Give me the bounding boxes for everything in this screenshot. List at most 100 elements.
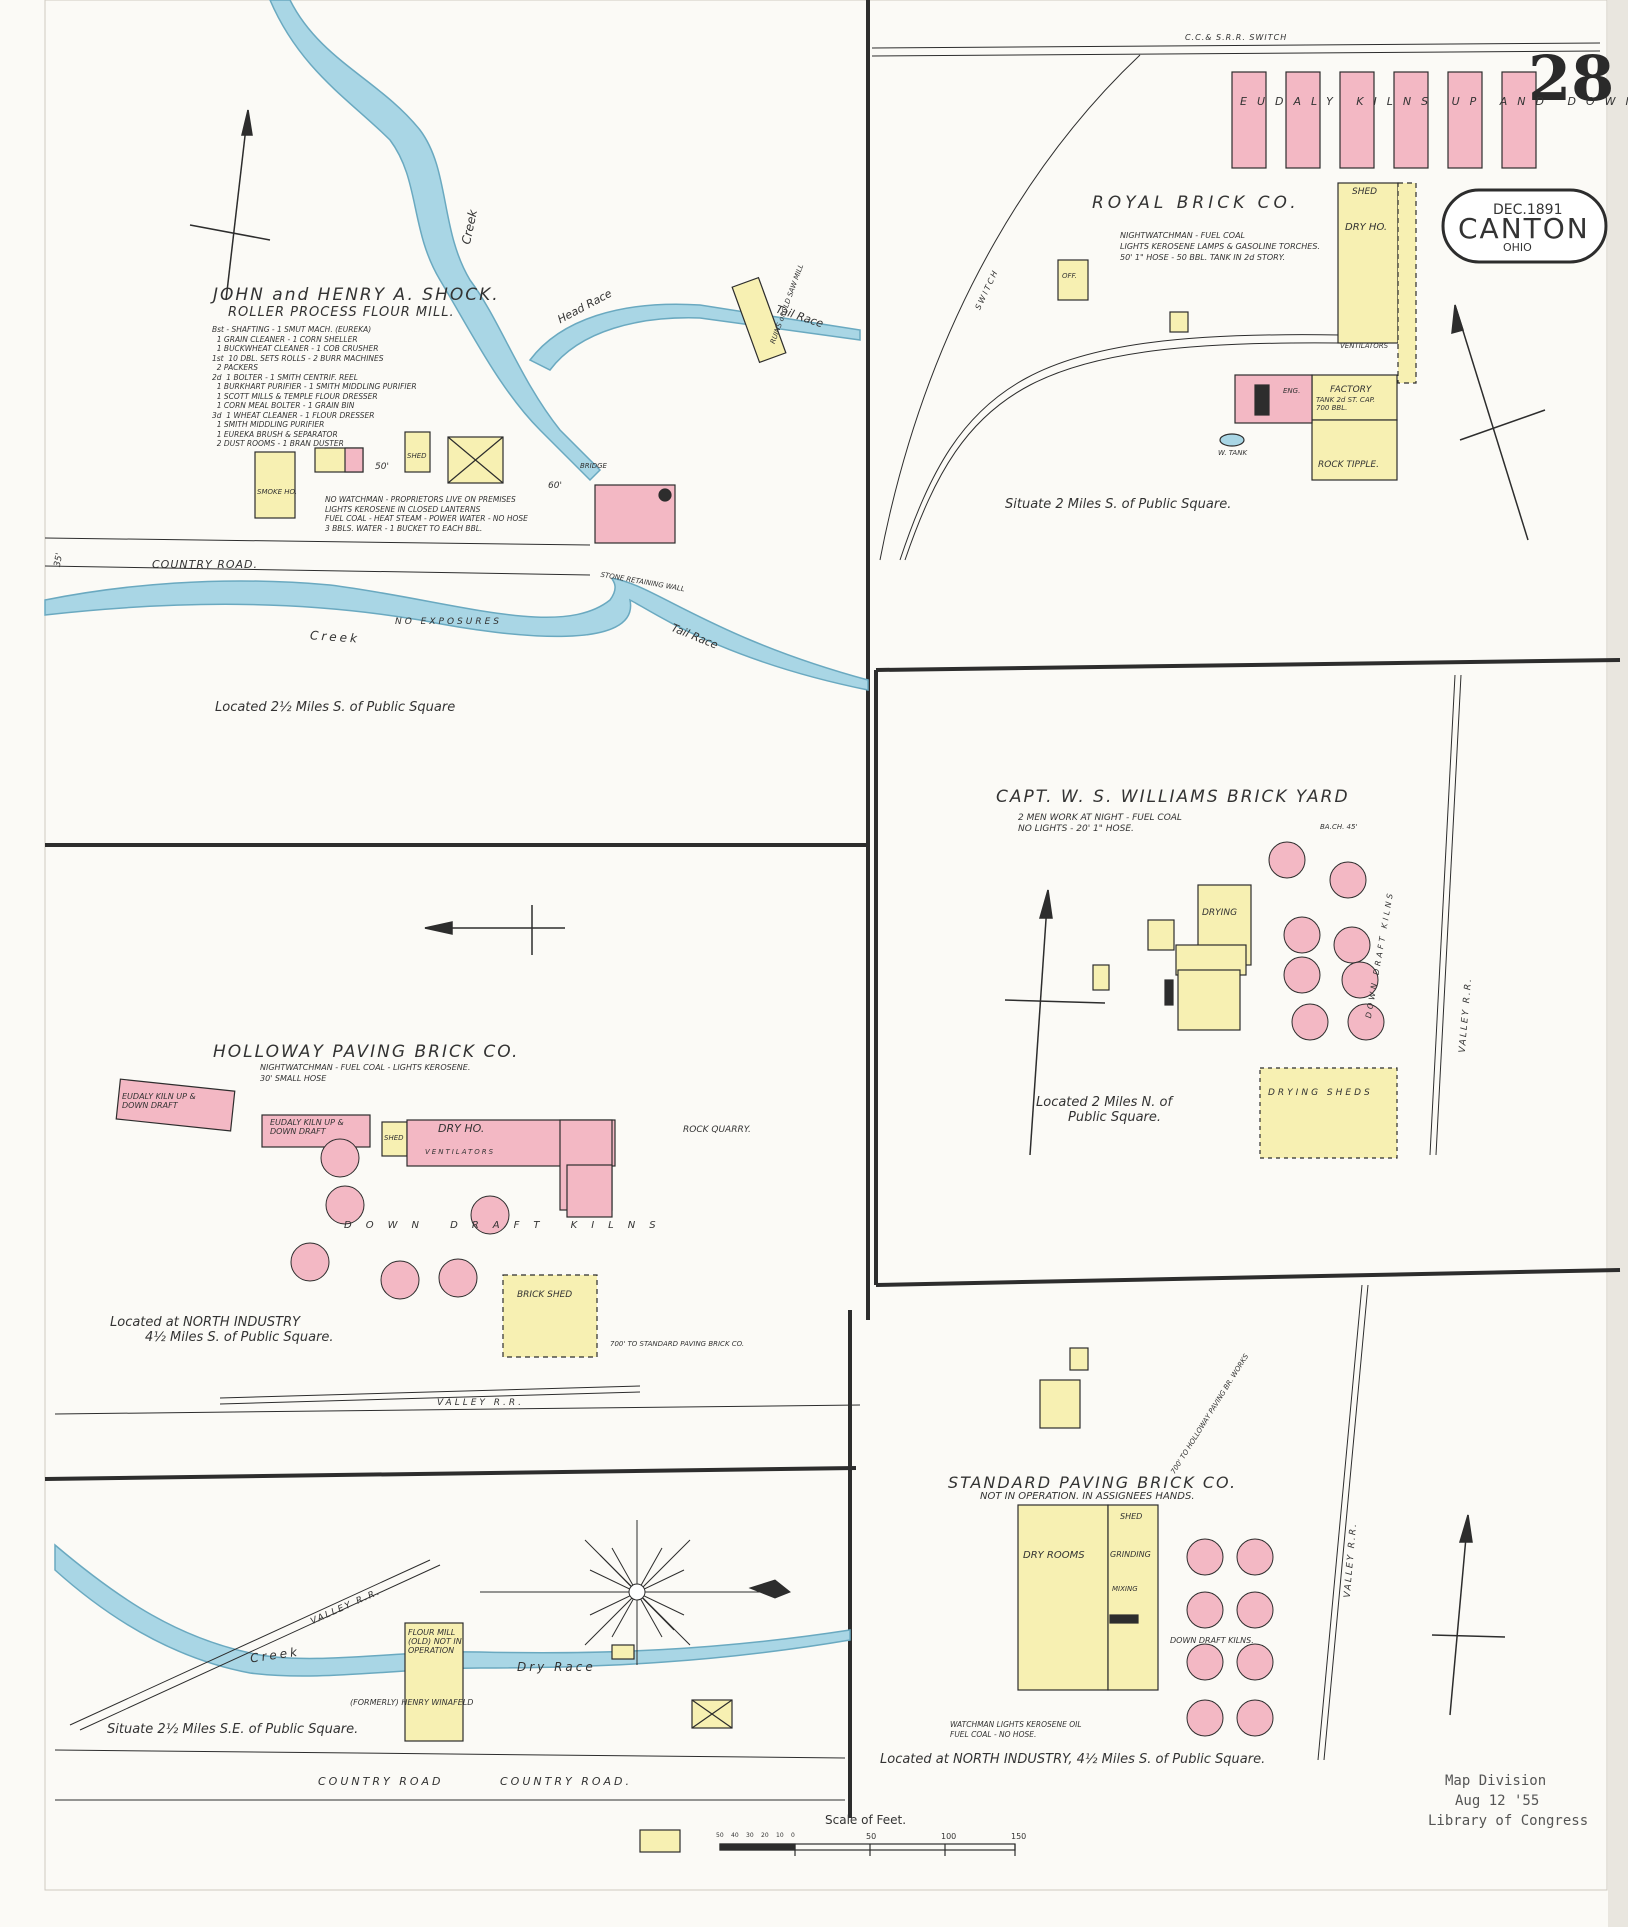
standard-subtitle: NOT IN OPERATION. IN ASSIGNEES HANDS. (980, 1491, 1195, 1502)
scale-tick-label: 20 (761, 1832, 769, 1839)
standard-grinding: GRINDING (1110, 1550, 1151, 1559)
scale-bar (719, 1843, 1016, 1856)
royal-factory-label: FACTORY (1330, 385, 1372, 395)
holloway-valley-rr: VALLEY R.R. (437, 1398, 525, 1408)
royal-location: Situate 2 Miles S. of Public Square. (1005, 497, 1232, 512)
royal-kilns-label: EUDALY KILNS UP AND DOWN DRAFT. (1240, 95, 1628, 108)
standard-mixing: MIXING (1112, 1585, 1138, 1593)
no-exposures-label: NO EXPOSURES (395, 617, 502, 627)
shock-equipment: Bst - SHAFTING - 1 SMUT MACH. (EUREKA) 1… (212, 325, 417, 448)
royal-eng-label: ENG. (1283, 387, 1301, 395)
sheet-date: DEC.1891 (1493, 202, 1563, 218)
scale-label: Scale of Feet. (825, 1813, 907, 1827)
holloway-location-2: 4½ Miles S. of Public Square. (145, 1330, 334, 1345)
royal-notes: NIGHTWATCHMAN - FUEL COAL LIGHTS KEROSEN… (1120, 231, 1320, 262)
royal-title: ROYAL BRICK CO. (1092, 193, 1300, 213)
north-arrow-5 (1431, 1514, 1506, 1716)
scale-tick-label: 100 (941, 1832, 957, 1841)
stamp-line-3: Library of Congress (1428, 1813, 1589, 1829)
scale-tick-label: 150 (1011, 1832, 1027, 1841)
creek-shock (44, 0, 869, 691)
shock-road-label: COUNTRY ROAD. (152, 558, 258, 571)
city-name: CANTON (1458, 212, 1590, 245)
scale-tick-label: 50 (716, 1832, 724, 1839)
williams-buildings (1092, 884, 1398, 1159)
holloway-kiln-a: EUDALY KILN UP & DOWN DRAFT (122, 1092, 196, 1110)
dist-60: 60' (548, 481, 562, 491)
standard-shed: SHED (1120, 1512, 1143, 1521)
williams-bach: BA.CH. 45' (1320, 823, 1358, 831)
standard-kilns: DOWN DRAFT KILNS. (1170, 1636, 1254, 1645)
scale-tick-label: 50 (866, 1832, 877, 1841)
winafeld-rail-road (54, 1559, 846, 1801)
winafeld-dry-race: Dry Race (517, 1660, 596, 1674)
scale-tick-label: 30 (746, 1832, 754, 1839)
stamp-line-1: Map Division (1445, 1773, 1547, 1789)
standard-dry-rooms: DRY ROOMS (1023, 1550, 1085, 1561)
shock-title-2: ROLLER PROCESS FLOUR MILL. (228, 305, 455, 320)
holloway-ventilators: VENTILATORS (425, 1148, 496, 1156)
standard-buildings (1017, 1347, 1159, 1691)
williams-kilns (1268, 841, 1385, 1041)
scale-tick-label: 40 (731, 1832, 739, 1839)
holloway-kilns-label: DOWN DRAFT KILNS (344, 1220, 670, 1231)
royal-dryho-label: DRY HO. (1345, 222, 1388, 233)
winafeld-road: COUNTRY ROAD (318, 1775, 444, 1788)
north-arrow-1 (189, 109, 271, 301)
sheet-number: 28 (1528, 42, 1615, 115)
standard-title: STANDARD PAVING BRICK CO. (948, 1473, 1238, 1492)
winafeld-road-2: COUNTRY ROAD. (500, 1775, 632, 1788)
royal-railways (871, 42, 1601, 561)
royal-shed-label: SHED (1352, 187, 1378, 197)
shock-shed-label: SHED (407, 452, 427, 460)
royal-wtank-label: W. TANK (1218, 449, 1248, 457)
dist-50: 50' (375, 462, 389, 472)
royal-buildings (1057, 182, 1417, 481)
state-name: OHIO (1503, 241, 1532, 254)
williams-location-2: Public Square. (1068, 1110, 1162, 1125)
royal-switch-top: C.C.& S.R.R. SWITCH (1185, 33, 1288, 42)
shock-location: Located 2½ Miles S. of Public Square (215, 700, 456, 715)
williams-drying-sheds: DRYING SHEDS (1268, 1088, 1373, 1098)
williams-notes: 2 MEN WORK AT NIGHT - FUEL COAL NO LIGHT… (1018, 813, 1182, 834)
royal-ventilators-label: VENTILATORS (1340, 342, 1389, 350)
standard-kilns (1186, 1538, 1274, 1737)
bridge-label: BRIDGE (580, 462, 607, 470)
north-arrow-2 (1451, 304, 1546, 541)
williams-title: CAPT. W. S. WILLIAMS BRICK YARD (996, 787, 1350, 807)
holloway-kiln-b: EUDALY KILN UP & DOWN DRAFT (270, 1118, 344, 1136)
winafeld-owner: (FORMERLY) HENRY WINAFELD (350, 1698, 474, 1707)
canton-cartouche (1441, 188, 1608, 264)
royal-off-label: OFF. (1062, 272, 1077, 280)
holloway-kilns (290, 1138, 510, 1300)
shock-buildings (254, 276, 787, 544)
stamp-line-2: Aug 12 '55 (1455, 1793, 1540, 1809)
smoke-ho-label: SMOKE HO. (257, 488, 297, 496)
holloway-rail (54, 1385, 861, 1415)
holloway-notes: NIGHTWATCHMAN - FUEL COAL - LIGHTS KEROS… (260, 1063, 471, 1083)
shock-notes: NO WATCHMAN - PROPRIETORS LIVE ON PREMIS… (325, 495, 528, 533)
north-arrow-3 (424, 905, 565, 955)
holloway-dryho: DRY HO. (438, 1122, 485, 1135)
holloway-location-1: Located at NORTH INDUSTRY (110, 1315, 301, 1330)
compass-rose (480, 1520, 791, 1665)
holloway-buildings (115, 1078, 616, 1358)
holloway-to-standard: 700' TO STANDARD PAVING BRICK CO. (610, 1340, 745, 1348)
winafeld-buildings (404, 1622, 733, 1853)
north-arrow-4 (1004, 889, 1106, 1156)
standard-rail (1317, 1284, 1369, 1761)
holloway-brick-shed: BRICK SHED (517, 1290, 573, 1300)
scale-tick-label: 10 (776, 1832, 784, 1839)
rock-quarry-label: ROCK QUARRY. (683, 1125, 751, 1135)
winafeld-location: Situate 2½ Miles S.E. of Public Square. (107, 1722, 359, 1737)
williams-drying-label: DRYING (1202, 908, 1238, 918)
standard-notes: WATCHMAN LIGHTS KEROSENE OIL FUEL COAL -… (950, 1720, 1082, 1739)
shock-road (44, 537, 591, 576)
royal-rock-tipple: ROCK TIPPLE. (1318, 460, 1379, 470)
williams-location-1: Located 2 Miles N. of (1036, 1095, 1173, 1110)
winafeld-mill: FLOUR MILL (OLD) NOT IN OPERATION (408, 1628, 462, 1655)
panel-dividers (44, 0, 1621, 1818)
holloway-title: HOLLOWAY PAVING BRICK CO. (213, 1042, 520, 1062)
